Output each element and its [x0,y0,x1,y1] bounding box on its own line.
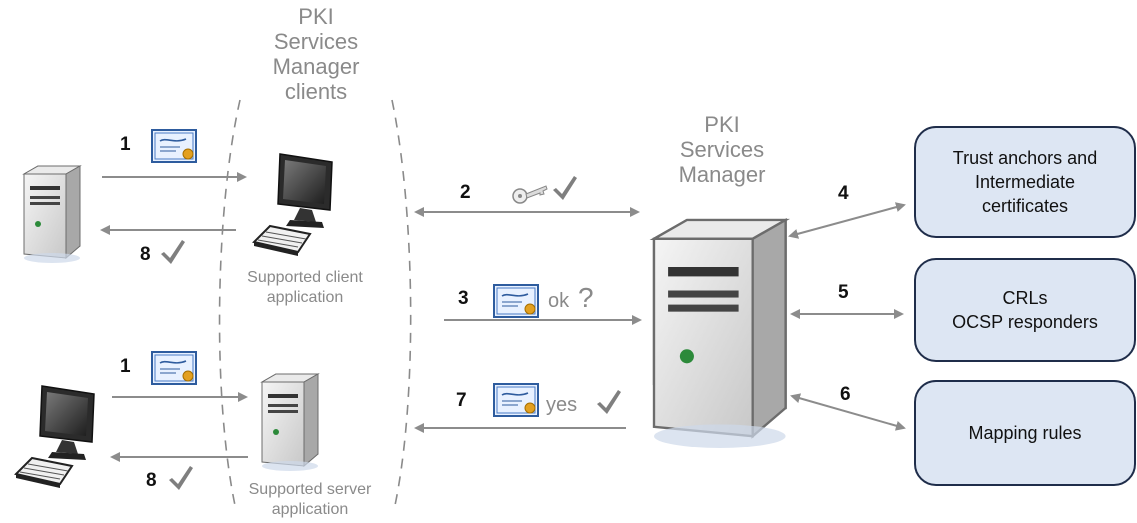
step-7: 7 [456,390,467,411]
server-app-tower-icon [261,373,319,472]
trust-anchors-box: Trust anchors and Intermediate certifica… [914,126,1136,238]
note-ok: ok [548,290,570,312]
client-app-caption: Supported client application [247,269,363,306]
clients-group-title: PKI Services Manager clients [272,4,360,104]
key-icon [512,185,548,204]
checkmark-icon [169,466,193,490]
step-3: 3 [458,288,469,309]
manager-title: PKI Services Manager [678,112,766,187]
certificate-icon [151,351,197,385]
step-8-bottom: 8 [146,470,157,491]
note-question: ? [578,282,594,313]
checkmark-icon [597,390,621,414]
mapping-rules-box: Mapping rules [914,380,1136,486]
certificate-icon [493,383,539,417]
checkmark-icon [553,176,577,200]
certificate-icon [151,129,197,163]
manager-server-icon [652,218,787,450]
crl-ocsp-box: CRLs OCSP responders [914,258,1136,362]
left-desktop-computer-icon [15,385,95,489]
step-1-top: 1 [120,134,131,155]
clients-group-outline [218,99,412,511]
certificate-icon [493,284,539,318]
note-yes: yes [546,394,578,416]
checkmark-icon [161,240,185,264]
step-4: 4 [838,183,849,204]
arrow-4 [788,202,906,239]
step-8-top: 8 [140,244,151,265]
step-6: 6 [840,384,851,405]
server-app-caption: Supported server application [248,481,372,518]
arrow-6 [790,393,906,431]
client-desktop-computer-icon [253,153,333,257]
step-1-bottom: 1 [120,356,131,377]
step-2: 2 [460,182,471,203]
step-5: 5 [838,282,849,303]
left-server-tower-icon [23,165,81,264]
